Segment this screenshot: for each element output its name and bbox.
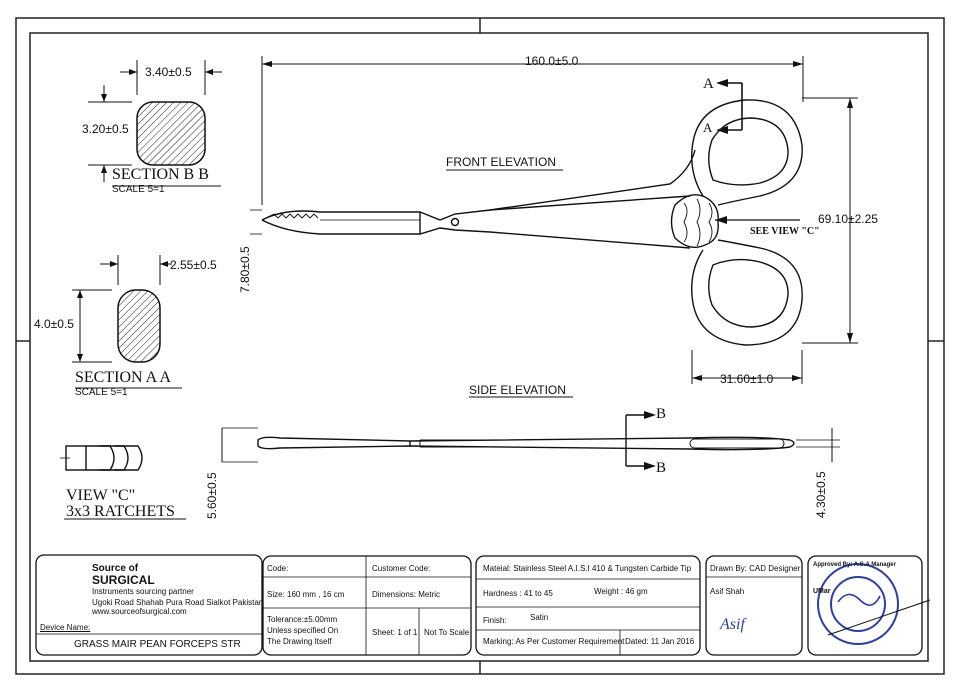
section-b-scale: SCALE 5=1 <box>112 184 165 195</box>
view-c-title: VIEW "C" <box>66 487 136 504</box>
tolerance-line1: Tolerance:±5.00mm <box>267 615 338 624</box>
title-block-frames <box>35 554 923 656</box>
section-a-scale: SCALE 5=1 <box>75 387 128 398</box>
tolerance-line3: The Drawing Itself <box>267 637 332 646</box>
company-name-line1: Source of <box>92 563 139 574</box>
ring-width-dim: 31.60±1.0 <box>720 372 774 386</box>
section-a-width-dim: 2.55±0.5 <box>170 258 217 272</box>
weight-value: Weight : 46 gm <box>594 587 648 596</box>
cut-b-bottom-label: B <box>656 460 667 476</box>
drawn-by-label: Drawn By: CAD Designer <box>710 564 801 573</box>
view-c-subtitle: 3x3 RATCHETS <box>66 503 175 520</box>
section-a-height-dim: 4.0±0.5 <box>34 317 74 331</box>
side-elevation-drawing <box>221 411 840 470</box>
front-elevation-title: FRONT ELEVATION <box>446 155 557 169</box>
overall-length-dim: 160.0±5.0 <box>525 54 579 68</box>
side-right-dim: 4.30±0.5 <box>814 471 828 518</box>
scale-value: Not To Scale <box>424 628 470 637</box>
dimensions-value: Dimensions: Metric <box>372 590 441 599</box>
code-label: Code: <box>267 564 289 573</box>
view-c-drawing <box>60 445 186 520</box>
company-website: www.sourceofsurgical.com <box>92 607 187 616</box>
designer-signature: Asif <box>720 616 745 633</box>
drawing-date: Dated: 11 Jan 2016 <box>625 637 695 646</box>
front-elevation-drawing <box>250 56 858 398</box>
drawn-by-name: Asif Shah <box>710 587 745 596</box>
finish-value: Satin <box>530 613 549 622</box>
device-name-label: Device Name: <box>40 623 91 632</box>
jaw-height-dim: 7.80±0.5 <box>238 246 252 293</box>
section-b-title: SECTION B B <box>112 166 209 183</box>
hardness-value: Hardness : 41 to 45 <box>483 589 553 598</box>
side-left-dim: 5.60±0.5 <box>205 472 219 519</box>
cut-a-top-label: A <box>703 76 714 92</box>
section-b-width-dim: 3.40±0.5 <box>145 65 192 79</box>
section-a-title: SECTION A A <box>75 369 172 386</box>
company-name-line2: SURGICAL <box>92 573 155 587</box>
section-b-drawing <box>88 60 222 187</box>
company-tagline: Instruments sourcing partner <box>92 587 194 596</box>
approval-stamp <box>817 563 931 645</box>
see-view-c-label: SEE VIEW "C" <box>750 226 820 237</box>
cut-b-top-label: B <box>656 406 667 422</box>
cut-a-bottom-label: A <box>703 120 713 135</box>
section-a-drawing <box>72 255 182 389</box>
sheet-value: Sheet: 1 of 1 <box>372 628 418 637</box>
approved-by-name: UMar <box>813 588 831 595</box>
inner-border <box>29 32 929 662</box>
marking-value: Marking: As Per Customer Requirement <box>483 637 625 646</box>
customer-code-label: Customer Code: <box>372 564 431 573</box>
material-value: Mateial: Stainless Steel A.I.S.I 410 & T… <box>483 564 692 573</box>
finish-label: Finish: <box>483 616 507 625</box>
device-name: GRASS MAIR PEAN FORCEPS STR <box>74 639 241 650</box>
size-value: Size: 160 mm , 16 cm <box>267 590 345 599</box>
tolerance-line2: Unless specified On <box>267 626 339 635</box>
overall-height-dim: 69.10±2.25 <box>818 212 878 226</box>
side-elevation-title: SIDE ELEVATION <box>469 383 566 397</box>
section-b-height-dim: 3.20±0.5 <box>82 122 129 136</box>
company-address: Ugoki Road Shahab Pura Road Sialkot Paki… <box>92 598 264 607</box>
approved-by-label: Approved By: A.S.A Manager <box>813 562 896 568</box>
